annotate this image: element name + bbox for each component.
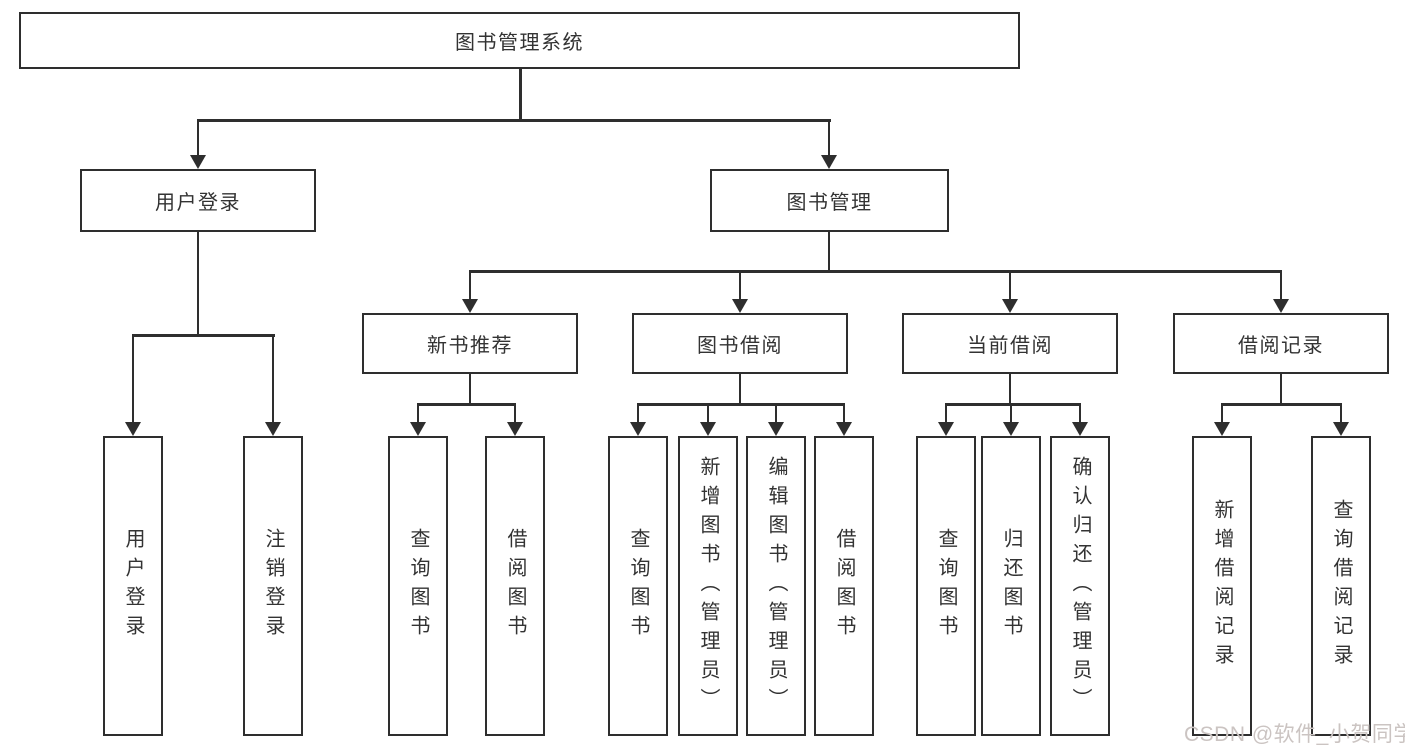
- leaf-br-add-record: 新增借阅记录: [1192, 436, 1252, 736]
- leaf-bb-query-books-label: 查询图书: [627, 528, 649, 644]
- connector-arrow-book-management: [821, 119, 837, 169]
- node-user-login-label: 用户登录: [155, 192, 241, 214]
- leaf-logout: 注销登录: [243, 436, 303, 736]
- connector-root-hline: [197, 119, 831, 122]
- leaf-bb-add-books-admin: 新增图书（管理员）: [678, 436, 738, 736]
- node-current-borrowing: 当前借阅: [902, 313, 1118, 374]
- leaf-cb-confirm-return-admin: 确认归还（管理员）: [1050, 436, 1110, 736]
- node-book-borrowing-label: 图书借阅: [697, 335, 783, 357]
- leaf-bb-add-books-admin-label: 新增图书（管理员）: [697, 455, 719, 717]
- connector-arrow-leaf-login: [125, 336, 141, 436]
- connector-arrow-nb-query: [410, 405, 426, 436]
- connector-arrow-leaf-logout: [265, 336, 281, 436]
- node-user-login: 用户登录: [80, 169, 316, 232]
- connector-current-borrowing-hline: [945, 403, 1081, 406]
- leaf-br-add-record-label: 新增借阅记录: [1211, 499, 1233, 673]
- connector-root-stem: [519, 69, 522, 121]
- leaf-cb-confirm-return-admin-label: 确认归还（管理员）: [1069, 455, 1091, 717]
- connector-borrow-records-stem: [1279, 374, 1283, 405]
- connector-arrow-br-query: [1333, 405, 1349, 436]
- leaf-nb-query-books-label: 查询图书: [407, 528, 429, 644]
- connector-book-management-hline: [469, 270, 1282, 273]
- leaf-logout-label: 注销登录: [262, 528, 284, 644]
- leaf-cb-query-books: 查询图书: [916, 436, 976, 736]
- leaf-cb-query-books-label: 查询图书: [935, 528, 957, 644]
- connector-arrow-bb-borrow: [836, 405, 852, 436]
- connector-arrow-new-books: [462, 272, 478, 313]
- connector-current-borrowing-stem: [1008, 374, 1012, 405]
- connector-arrow-bb-query: [630, 405, 646, 436]
- node-borrow-records: 借阅记录: [1173, 313, 1389, 374]
- connector-user-login-stem: [196, 232, 200, 336]
- leaf-bb-borrow-books: 借阅图书: [814, 436, 874, 736]
- leaf-bb-borrow-books-label: 借阅图书: [833, 528, 855, 644]
- connector-borrow-records-hline: [1221, 403, 1342, 406]
- leaf-nb-borrow-books-label: 借阅图书: [504, 528, 526, 644]
- connector-arrow-bb-edit: [768, 405, 784, 436]
- leaf-nb-borrow-books: 借阅图书: [485, 436, 545, 736]
- connector-book-borrowing-stem: [738, 374, 742, 405]
- connector-arrow-cb-query: [938, 405, 954, 436]
- connector-arrow-nb-borrow: [507, 405, 523, 436]
- leaf-br-query-record-label: 查询借阅记录: [1330, 499, 1352, 673]
- connector-arrow-bb-add: [700, 405, 716, 436]
- node-root: 图书管理系统: [19, 12, 1020, 69]
- node-book-management: 图书管理: [710, 169, 949, 232]
- connector-arrow-user-login: [190, 119, 206, 169]
- leaf-user-login-label: 用户登录: [122, 528, 144, 644]
- connector-arrow-borrow-records: [1273, 272, 1289, 313]
- connector-arrow-br-add: [1214, 405, 1230, 436]
- connector-arrow-cb-confirm: [1072, 405, 1088, 436]
- leaf-user-login: 用户登录: [103, 436, 163, 736]
- node-new-books: 新书推荐: [362, 313, 578, 374]
- connector-user-login-hline: [132, 334, 275, 337]
- connector-new-books-hline: [417, 403, 516, 406]
- connector-arrow-current-borrowing: [1002, 272, 1018, 313]
- connector-book-management-stem: [827, 232, 831, 272]
- node-book-management-label: 图书管理: [786, 192, 873, 214]
- leaf-bb-edit-books-admin-label: 编辑图书（管理员）: [765, 455, 787, 717]
- leaf-bb-edit-books-admin: 编辑图书（管理员）: [746, 436, 806, 736]
- connector-arrow-cb-return: [1003, 405, 1019, 436]
- connector-new-books-stem: [468, 374, 472, 405]
- node-borrow-records-label: 借阅记录: [1238, 335, 1324, 357]
- node-new-books-label: 新书推荐: [427, 335, 513, 357]
- node-current-borrowing-label: 当前借阅: [967, 335, 1053, 357]
- node-root-label: 图书管理系统: [455, 32, 584, 54]
- node-book-borrowing: 图书借阅: [632, 313, 848, 374]
- connector-arrow-book-borrowing: [732, 272, 748, 313]
- leaf-br-query-record: 查询借阅记录: [1311, 436, 1371, 736]
- leaf-cb-return-books-label: 归还图书: [1000, 528, 1022, 644]
- csdn-watermark: CSDN @软件_小贺同学: [1184, 723, 1405, 746]
- connector-book-borrowing-hline: [637, 403, 845, 406]
- leaf-bb-query-books: 查询图书: [608, 436, 668, 736]
- leaf-nb-query-books: 查询图书: [388, 436, 448, 736]
- leaf-cb-return-books: 归还图书: [981, 436, 1041, 736]
